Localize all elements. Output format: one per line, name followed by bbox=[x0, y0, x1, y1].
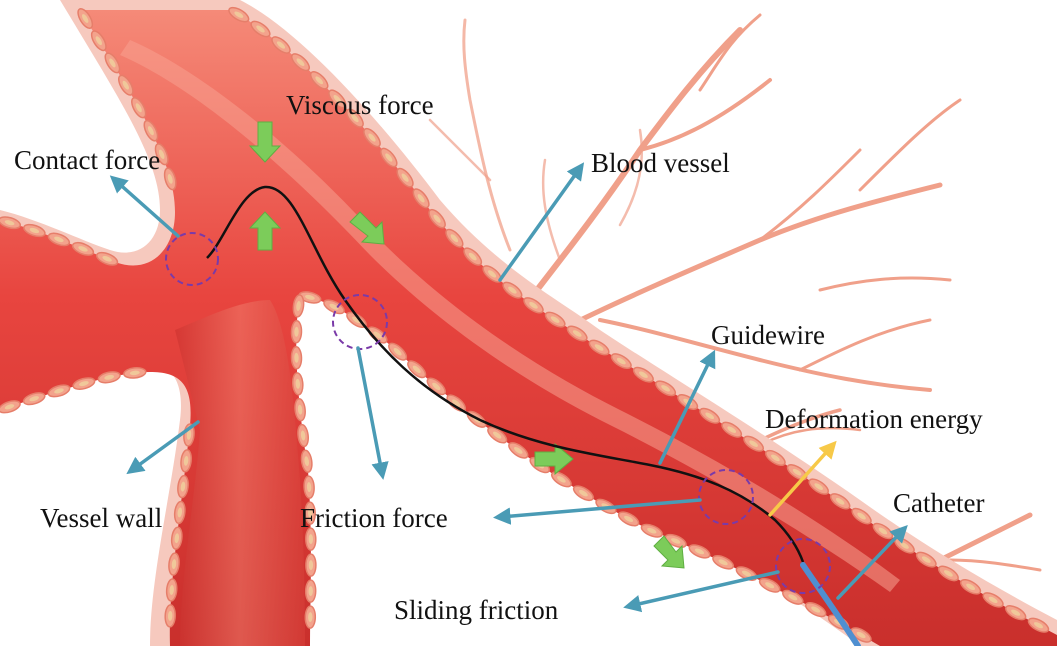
blood-vessel-arrow bbox=[500, 168, 580, 280]
label-viscous-force: Viscous force bbox=[286, 92, 434, 119]
label-deformation-energy: Deformation energy bbox=[765, 406, 983, 433]
wall-cell-nucleus bbox=[309, 560, 313, 570]
label-guidewire: Guidewire bbox=[711, 322, 825, 349]
label-blood-vessel: Blood vessel bbox=[591, 150, 730, 177]
label-friction-force: Friction force bbox=[300, 505, 448, 532]
sliding-friction-arrow bbox=[630, 572, 778, 606]
label-contact-force: Contact force bbox=[14, 147, 160, 174]
label-catheter: Catheter bbox=[893, 490, 984, 517]
friction-force-arrow-left bbox=[358, 348, 382, 473]
label-vessel-wall: Vessel wall bbox=[40, 505, 162, 532]
label-sliding-friction: Sliding friction bbox=[394, 597, 558, 624]
